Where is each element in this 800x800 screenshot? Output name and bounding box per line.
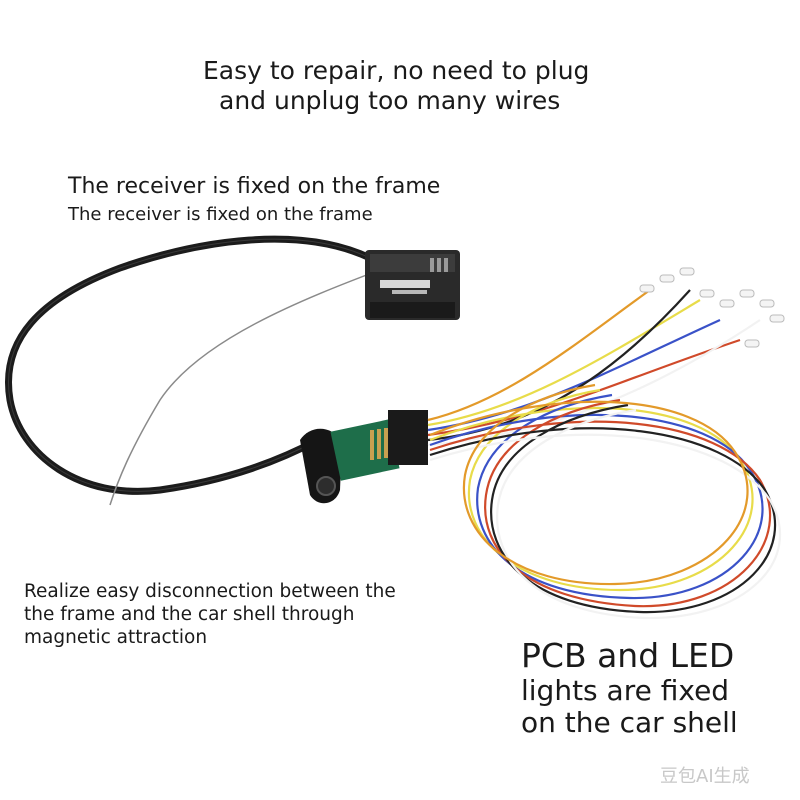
pcb-caption-line-2: lights are fixed bbox=[521, 674, 730, 707]
watermark: 豆包AI生成 bbox=[660, 766, 750, 787]
magnet-caption: Realize easy disconnection between the t… bbox=[24, 580, 396, 649]
pcb-board bbox=[330, 410, 428, 481]
receiver-caption-line-1: The receiver is fixed on the frame bbox=[68, 174, 441, 199]
magnet-caption-line-2: the frame and the car shell through bbox=[24, 604, 355, 625]
led-lights bbox=[639, 267, 785, 348]
magnet-caption-line-3: magnetic attraction bbox=[24, 627, 208, 648]
ribbon-cable bbox=[5, 235, 374, 495]
receiver-module bbox=[365, 250, 460, 320]
receiver-caption-line-2: The receiver is fixed on the frame bbox=[68, 204, 373, 225]
antenna-wire bbox=[109, 267, 386, 506]
pcb-caption-line-1: PCB and LED bbox=[521, 636, 735, 675]
headline-line-1: Easy to repair, no need to plug bbox=[203, 56, 590, 85]
magnet-bracket bbox=[300, 428, 342, 504]
pcb-caption-line-3: on the car shell bbox=[521, 706, 738, 739]
magnet-caption-line-1: Realize easy disconnection between the bbox=[24, 581, 396, 602]
led-wire-bundle bbox=[427, 289, 782, 620]
headline-line-2: and unplug too many wires bbox=[219, 86, 561, 115]
